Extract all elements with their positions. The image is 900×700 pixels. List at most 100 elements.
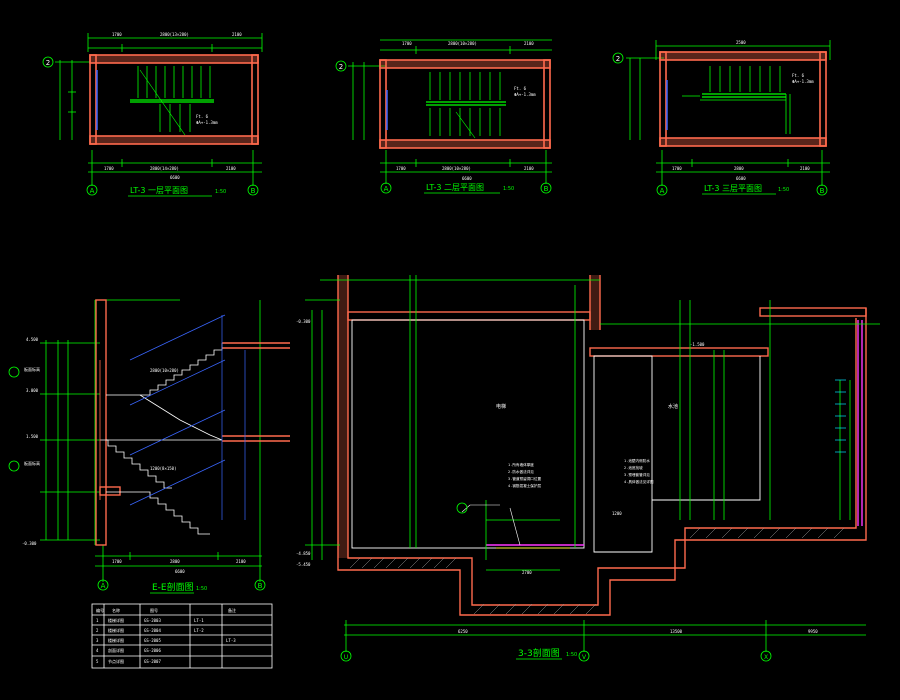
plan-first-floor: A B 2 1700 2800(13×280) 2100 1700 2800(1…: [42, 32, 263, 197]
s33-note-left-4: 4.钢筋混凝土保护层: [508, 483, 541, 488]
plan1-axis-b: B: [251, 187, 256, 195]
section-ee: A B 板面标高 板面标高 4.500 3.000 1.500 -0.300 2…: [8, 299, 290, 594]
table-header-3: 图号: [150, 607, 158, 613]
s33-note-right-4: 4.具体做法见详图: [624, 479, 654, 484]
plan2-axis-2: 2: [339, 63, 343, 71]
s33-level-1: -0.300: [296, 319, 311, 324]
s33-note-left-3: 3.管道预留洞口位置: [508, 476, 541, 481]
s33-axis-v: V: [582, 654, 587, 661]
s33-level-3: -4.850: [296, 551, 311, 556]
ee-dim-3: 2100: [236, 559, 246, 564]
table-cell: LT-3: [226, 638, 236, 643]
ee-dim-2: 2800: [170, 559, 180, 564]
plan2-dim-bot-1: 1700: [396, 166, 406, 171]
plan1-note-1: Ft. 6: [196, 114, 209, 119]
ee-title: E-E剖面图: [152, 581, 194, 593]
table-cell: 1: [96, 618, 99, 623]
plan1-dim-bot-2: 2800(14×280): [150, 166, 179, 171]
s33-dim-pit: 2700: [522, 570, 532, 575]
plan1-axis-2: 2: [46, 59, 50, 67]
table-cell: 4: [96, 648, 99, 653]
ee-axis-b: B: [258, 582, 263, 590]
ee-stair-note-1: 2800(10×280): [150, 368, 179, 373]
s33-dim-3: 9950: [808, 629, 818, 634]
table-cell: 楼梯详图: [108, 617, 124, 623]
table-cell: 2: [96, 628, 99, 633]
plan2-note-1: Ft. 6: [514, 86, 527, 91]
table-cell: GS-2004: [144, 628, 161, 633]
plan1-title: LT-3 一层平面图: [130, 186, 188, 195]
table-cell: LT-1: [194, 618, 204, 623]
plan2-scale: 1:50: [503, 186, 514, 192]
table-cell: GS-2006: [144, 648, 161, 653]
s33-note-right-1: 1.池壁内侧防水: [624, 458, 650, 463]
plan3-dim-bot-3: 2100: [800, 166, 810, 171]
s33-room-right: 水池: [668, 403, 678, 410]
table-cell: 剖面详图: [108, 647, 124, 653]
ee-dim-1: 1700: [112, 559, 122, 564]
table-cell: GS-2005: [144, 638, 161, 643]
ee-scale: 1:50: [196, 586, 207, 592]
plan3-scale: 1:50: [778, 187, 789, 193]
table-cell: 楼梯详图: [108, 627, 124, 633]
table-cell: 3: [96, 638, 99, 643]
plan3-total: 6600: [736, 176, 746, 181]
table-header-4: 备注: [228, 607, 236, 613]
plan2-dim-top-2: 2800(10×280): [448, 41, 477, 46]
s33-title: 3-3剖面图: [518, 647, 560, 659]
table-cell: GS-2003: [144, 618, 161, 623]
plan3-axis-b: B: [820, 187, 825, 195]
s33-level-4: -5.450: [296, 562, 311, 567]
plan2-dim-bot-3: 2100: [524, 166, 534, 171]
plan2-title: LT-3 二层平面图: [426, 183, 484, 192]
plan1-dim-top-3: 2100: [232, 32, 242, 37]
plan1-dim-top-2: 2800(13×280): [160, 32, 189, 37]
plan2-dim-top-1: 1700: [402, 41, 412, 46]
ee-total: 6600: [175, 569, 185, 574]
plan2-axis-a: A: [384, 185, 389, 193]
ee-stair-note-2: 1200(8×150): [150, 466, 177, 471]
plan1-dim-top-1: 1700: [112, 32, 122, 37]
s33-scale: 1:50: [566, 652, 577, 658]
s33-axis-u: U: [344, 654, 348, 661]
s33-note-left-1: 1.所有墙体厚度: [508, 462, 534, 467]
plan3-note-2: ΦA+-1.3mm: [792, 79, 814, 84]
plan3-axis-a: A: [660, 187, 665, 195]
ee-level-1: 4.500: [26, 337, 39, 342]
plan2-note-2: ΦA+-1.3mm: [514, 92, 536, 97]
table-cell: GS-2007: [144, 659, 161, 664]
table-cell: 楼梯详图: [108, 637, 124, 643]
table-header-2: 名称: [112, 607, 120, 613]
plan-second-floor: A B 2 1700 2800(10×280) 2100 1700 2800(1…: [335, 39, 552, 194]
s33-note-right-3: 3.预埋套管详见: [624, 472, 650, 477]
s33-room-left: 电梯: [496, 403, 506, 410]
plan2-total: 6600: [462, 176, 472, 181]
plan1-note-2: ΦA+-1.3mm: [196, 120, 218, 125]
s33-axis-x: X: [764, 654, 768, 661]
s33-dim-1: 6250: [458, 629, 468, 634]
s33-note-right-2: 2.池底找坡: [624, 465, 643, 470]
ee-level-3: 1.500: [26, 434, 39, 439]
plan3-note-1: Ft. 6: [792, 73, 805, 78]
plan2-dim-top-3: 2100: [524, 41, 534, 46]
ee-level-4: -0.300: [22, 541, 37, 546]
s33-note-left-2: 2.防水做法详见: [508, 469, 534, 474]
ee-level-label-1: 板面标高: [24, 366, 40, 372]
ee-axis-a: A: [101, 582, 106, 590]
plan1-total: 6600: [170, 175, 180, 180]
table-cell: 节点详图: [108, 658, 124, 664]
plan3-dim-bot-2: 2800: [734, 166, 744, 171]
table-cell: LT-2: [194, 628, 204, 633]
plan1-dim-bot-1: 1700: [104, 166, 114, 171]
plan-third-floor: A B 2 2500 1700 2800 2100 6600 Ft. 6 ΦA+…: [612, 40, 831, 196]
plan2-dim-bot-2: 2800(10×280): [442, 166, 471, 171]
table-cell: 5: [96, 659, 99, 664]
plan1-dim-bot-3: 2100: [226, 166, 236, 171]
table-header-1: 编号: [96, 607, 104, 613]
s33-level-2: -1.500: [690, 342, 705, 347]
plan2-axis-b: B: [544, 185, 549, 193]
plan1-axis-a: A: [90, 187, 95, 195]
s33-dim-2: 13500: [670, 629, 683, 634]
ee-level-label-2: 板面标高: [24, 460, 40, 466]
